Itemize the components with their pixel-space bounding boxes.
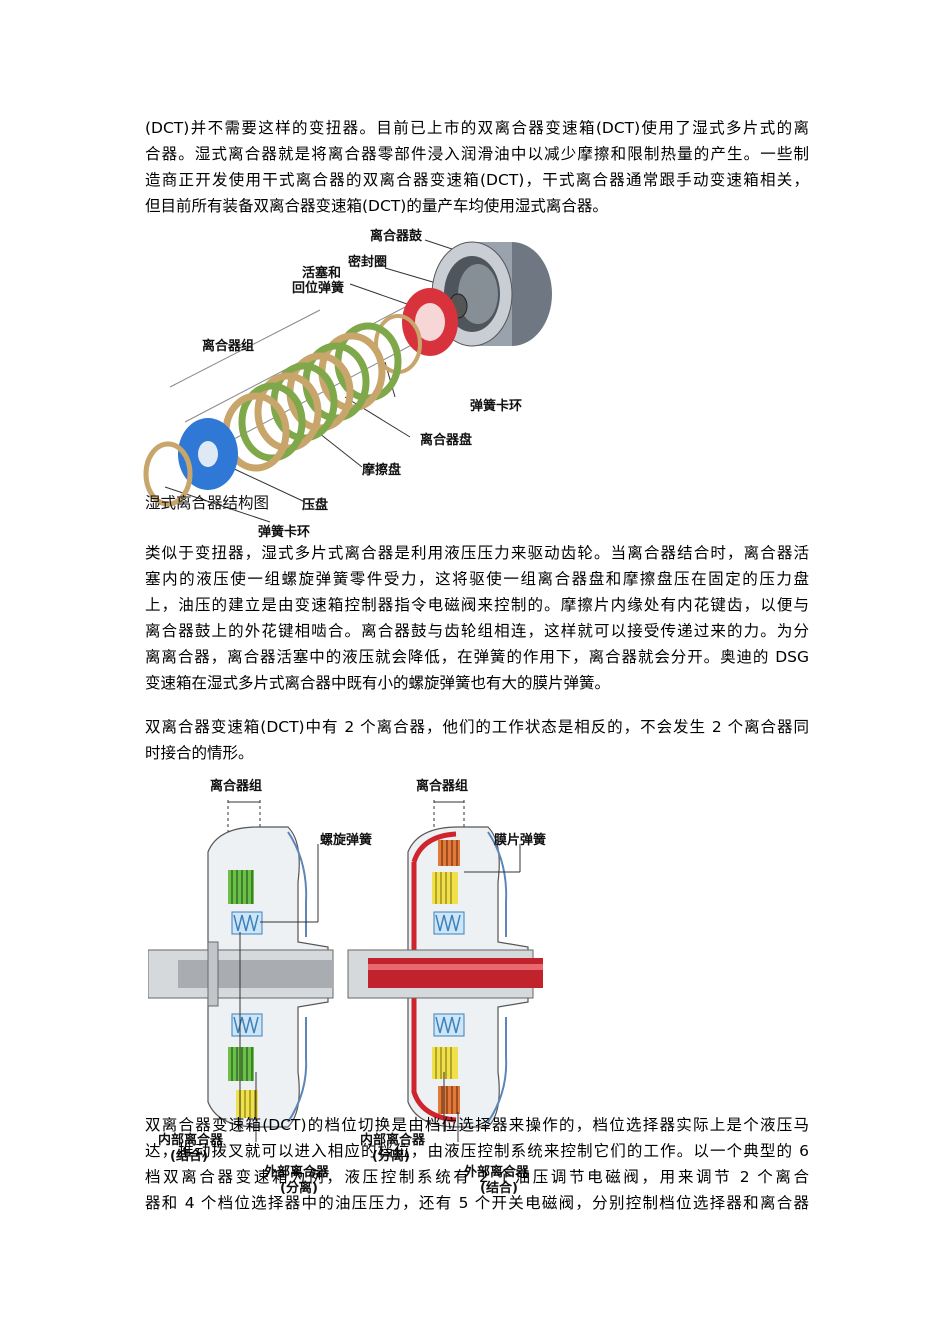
text-line: 时接合的情形。 [145,744,254,762]
label-clutch-plate: 离合器盘 [420,432,472,448]
dual-clutch-cross-section-figure: 离合器组 螺旋弹簧 内部离合器 (结合) 外部离合器 (分离) [148,778,546,1196]
text-line: 造商正开发使用干式离合器的双离合器变速箱(DCT)，干式离合器通常跟手动变速箱相… [145,171,809,189]
coil-spring-upper-icon [433,911,465,935]
coil-spring-lower-icon [231,1013,263,1037]
label-drum: 离合器鼓 [370,228,423,244]
wet-clutch-exploded-figure: 离合器鼓 密封圈 活塞和 回位弹簧 离合器组 弹簧卡环 离合器盘 摩擦盘 压盘 … [143,228,552,540]
left-label-spring: 螺旋弹簧 [320,832,372,848]
text-line: 离合器鼓上的外花键相啮合。离合器鼓与齿轮组相连，这样就可以接受传递过来的力。为分 [145,622,809,640]
text-line: 变速箱在湿式多片式离合器中既有小的螺旋弹簧也有大的膜片弹簧。 [145,674,611,692]
text-line: 上，油压的建立是由变速箱控制器指令电磁阀来控制的。摩擦片内缘处有内花键齿，以便与 [145,596,809,614]
left-clutch-diagram: 离合器组 螺旋弹簧 内部离合器 (结合) 外部离合器 (分离) [148,778,372,1196]
piston-icon [402,288,458,356]
paragraph-1: (DCT)并不需要这样的变扭器。目前已上市的双离合器变速箱(DCT)使用了湿式多… [145,115,809,219]
yellow-plates-upper [432,872,458,904]
left-label-inner-2: (结合) [170,1148,208,1164]
text-line: 但目前所有装备双离合器变速箱(DCT)的量产车均使用湿式离合器。 [145,197,608,215]
figure-1-caption: 湿式离合器结构图 [145,494,270,512]
red-plates-lower [438,1086,460,1114]
paragraph-3: 双离合器变速箱(DCT)中有 2 个离合器，他们的工作状态是相反的，不会发生 2… [145,714,809,766]
clutch-drum-icon [431,241,552,347]
paragraph-4: 双离合器变速箱(DCT)的档位切换是由档位选择器来操作的，档位选择器实际上是个液… [145,1112,809,1216]
right-label-spring: 膜片弹簧 [494,832,546,848]
left-label-inner-1: 内部离合器 [158,1132,224,1148]
snap-ring-icon [143,441,193,507]
green-plates-upper [228,870,254,904]
text-line: 器和 4 个档位选择器中的油压压力，还有 5 个开关电磁阀，分别控制档位选择器和… [145,1194,809,1212]
text-line: 档双离合器变速箱为例，液压控制系统有 2 个油压调节电磁阀，用来调节 2 个离合 [145,1168,809,1186]
label-piston-1: 活塞和 [302,265,341,281]
label-pressure-plate: 压盘 [302,497,328,513]
right-label-inner-1: 内部离合器 [360,1132,426,1148]
left-label-outer-2: (分离) [280,1180,318,1196]
left-label-outer-1: 外部离合器 [263,1164,330,1180]
pressure-plate-icon [178,418,238,490]
right-label-outer-1: 外部离合器 [463,1164,530,1180]
right-label-inner-2: (分离) [372,1148,410,1164]
text-line: 合器。湿式离合器就是将离合器零部件浸入润滑油中以减少摩擦和限制热量的产生。一些制 [145,145,809,163]
right-clutch-diagram: 离合器组 膜片弹簧 内部离合器 (分离) 外部离合器 (结合) [347,778,546,1196]
coil-spring-lower-icon [433,1013,465,1037]
green-plates-lower [228,1047,254,1081]
text-line: 双离合器变速箱(DCT)中有 2 个离合器，他们的工作状态是相反的，不会发生 2… [145,718,809,736]
right-label-outer-2: (结合) [480,1180,518,1196]
label-snap-ring-2: 弹簧卡环 [258,524,310,540]
paragraph-2: 类似于变扭器，湿式多片式离合器是利用液压压力来驱动齿轮。当离合器结合时，离合器活… [145,540,809,696]
text-line: 类似于变扭器，湿式多片式离合器是利用液压压力来驱动齿轮。当离合器结合时，离合器活 [145,544,809,562]
text-line: 达，推动拨叉就可以进入相应的档位，由液压控制系统来控制它们的工作。以一个典型的 … [145,1142,809,1160]
label-friction-disc: 摩擦盘 [362,462,401,478]
label-clutch-pack: 离合器组 [202,338,254,354]
label-snap-ring-1: 弹簧卡环 [470,398,522,414]
right-label-pack: 离合器组 [416,778,468,794]
red-plates-upper [438,840,460,866]
coil-spring-upper-icon [231,911,263,935]
left-label-pack: 离合器组 [210,778,262,794]
text-line: 双离合器变速箱(DCT)的档位切换是由档位选择器来操作的，档位选择器实际上是个液… [145,1116,809,1134]
yellow-plates-lower [432,1047,458,1079]
label-piston-2: 回位弹簧 [292,280,344,296]
text-line: 塞内的液压使一组螺旋弹簧零件受力，这将驱使一组离合器盘和摩擦盘压在固定的压力盘 [145,570,809,588]
text-line: 离离合器，离合器活塞中的液压就会降低，在弹簧的作用下，离合器就会分开。奥迪的 D… [145,648,809,666]
text-line: (DCT)并不需要这样的变扭器。目前已上市的双离合器变速箱(DCT)使用了湿式多… [145,119,809,137]
label-seal: 密封圈 [347,254,387,270]
